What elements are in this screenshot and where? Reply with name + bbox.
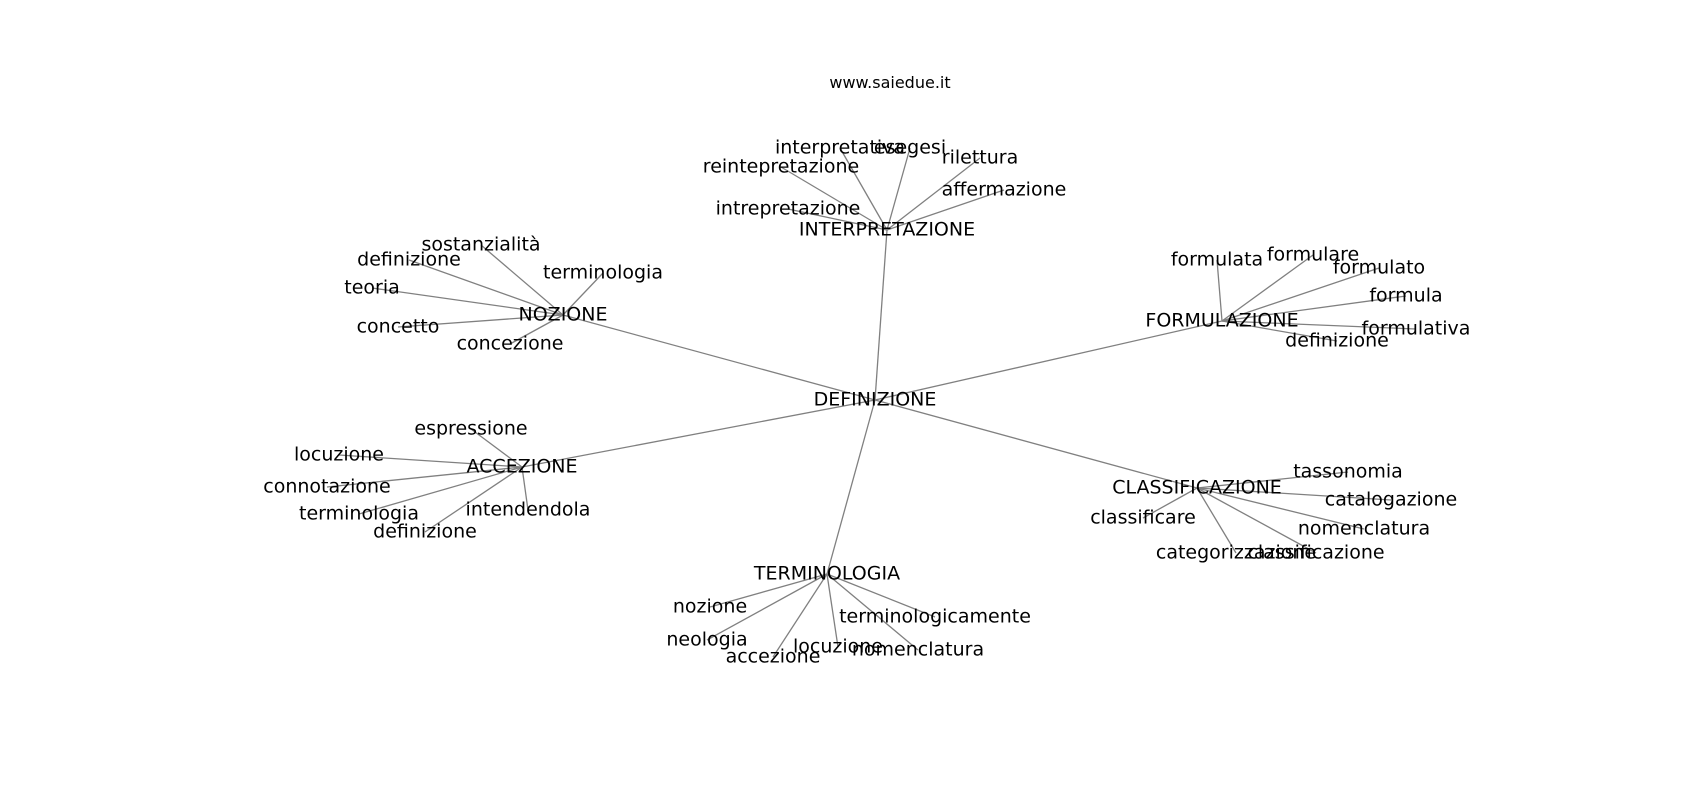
leaf-node-classificazione-classificazione: classificazione [1247,542,1384,564]
edge-terminologia-nozione [709,573,828,608]
edge-interpretazione-interpretativa [839,147,888,231]
edge-formulazione-formulata [1216,259,1223,322]
edge-nozione-concezione [509,314,564,345]
edge-nozione-concetto [397,314,564,328]
edge-center-accezione [521,399,876,468]
edge-classificazione-catalogazione [1196,487,1392,501]
edge-terminologia-nomenclatura [826,573,919,651]
edge-interpretazione-intrepretazione [787,208,888,231]
leaf-node-classificazione-classificare: classificare [1090,507,1196,529]
leaf-node-formulazione-definizione: definizione [1285,330,1389,352]
leaf-node-terminologia-accezione: accezione [726,646,821,668]
edge-terminologia-accezione [772,573,828,658]
leaf-node-interpretazione-affermazione: affermazione [942,179,1067,201]
edge-formulazione-definizione [1221,320,1338,342]
labels-layer: DEFINIZIONE INTERPRETAZIONE interpretativa… [263,137,1470,668]
leaf-node-formulazione-formulata: formulata [1171,249,1263,271]
edge-interpretazione-esegesi [886,147,911,231]
hub-node-classificazione: CLASSIFICAZIONE [1112,477,1282,499]
edge-accezione-locuzione [338,454,523,468]
edge-classificazione-nomenclatura [1196,487,1365,530]
edge-terminologia-locuzione [826,573,839,648]
leaf-node-interpretazione-rilettura: rilettura [942,147,1018,169]
leaf-node-terminologia-terminologicamente: terminologicamente [839,606,1031,628]
edge-interpretazione-rilettura [886,157,981,231]
edge-interpretazione-affermazione [886,189,1005,231]
edge-nozione-teoria [371,287,564,316]
leaf-node-accezione-terminologia: terminologia [299,503,419,525]
leaf-node-nozione-concezione: concezione [457,333,564,355]
leaf-node-interpretazione-esegesi: esegesi [874,137,946,159]
leaf-node-nozione-definizione: definizione [357,249,461,271]
leaf-node-classificazione-tassonomia: tassonomia [1293,461,1403,483]
edge-accezione-terminologia [358,466,523,515]
leaf-node-formulazione-formulato: formulato [1333,257,1425,279]
edge-formulazione-formulare [1221,254,1314,322]
edge-center-classificazione [874,399,1198,489]
edge-formulazione-formulato [1221,267,1380,322]
hub-node-terminologia: TERMINOLOGIA [753,563,900,585]
edge-classificazione-classificare [1142,487,1198,519]
edge-interpretazione-reintepretazione [780,166,888,231]
edge-classificazione-categorizzazione [1196,487,1237,554]
leaf-node-nozione-terminologia: terminologia [543,262,663,284]
edge-accezione-espressione [470,428,523,468]
edge-nozione-terminologia [562,272,604,316]
leaf-node-accezione-intendendola: intendendola [466,499,591,521]
edge-terminologia-neologia [706,573,828,641]
leaf-node-accezione-espressione: espressione [414,418,527,440]
edge-center-nozione [562,314,876,401]
hub-node-formulazione: FORMULAZIONE [1145,310,1298,332]
edge-accezione-definizione [424,466,523,533]
edges-layer [326,147,1417,658]
leaf-node-accezione-connotazione: connotazione [263,476,390,498]
edge-terminologia-terminologicamente [826,573,936,618]
hub-node-interpretazione: INTERPRETAZIONE [799,219,975,241]
edge-center-interpretazione [874,229,888,401]
hub-node-nozione: NOZIONE [519,304,608,326]
leaf-node-accezione-definizione: definizione [373,521,477,543]
leaf-node-nozione-teoria: teoria [344,277,400,299]
leaf-node-formulazione-formulare: formulare [1267,244,1359,266]
leaf-node-terminologia-nozione: nozione [673,596,747,618]
edge-center-terminologia [826,399,876,575]
edge-formulazione-formula [1221,295,1407,322]
edge-center-formulazione [874,320,1223,401]
leaf-node-nozione-concetto: concetto [357,316,440,338]
edge-classificazione-tassonomia [1196,471,1349,489]
leaf-node-formulazione-formula: formula [1369,285,1442,307]
leaf-node-accezione-locuzione: locuzione [294,444,384,466]
leaf-node-nozione-sostanzialita: sostanzialità [421,234,540,256]
edge-accezione-intendendola [521,466,529,511]
center-node-label: DEFINIZIONE [814,389,937,411]
leaf-node-classificazione-nomenclatura: nomenclatura [1298,518,1430,540]
leaf-node-formulazione-formulativa: formulativa [1362,318,1471,340]
leaf-node-classificazione-catalogazione: catalogazione [1325,489,1457,511]
leaf-node-interpretazione-reintepretazione: reintepretazione [703,156,859,178]
edge-classificazione-classificazione [1196,487,1317,554]
edge-accezione-connotazione [326,466,523,488]
leaf-node-terminologia-nomenclatura: nomenclatura [852,639,984,661]
edge-nozione-sostanzialita [480,244,564,316]
leaf-node-interpretazione-interpretativa: interpretativa [775,137,905,159]
edge-nozione-definizione [408,259,564,316]
leaf-node-terminologia-neologia: neologia [666,629,747,651]
diagram-title: www.saiedue.it [829,73,950,92]
leaf-node-terminologia-locuzione: locuzione [793,636,883,658]
edge-formulazione-formulativa [1221,320,1417,330]
leaf-node-classificazione-categorizzazione: categorizzazione [1156,542,1316,564]
hub-node-accezione: ACCEZIONE [467,456,578,478]
leaf-node-interpretazione-intrepretazione: intrepretazione [716,198,861,220]
